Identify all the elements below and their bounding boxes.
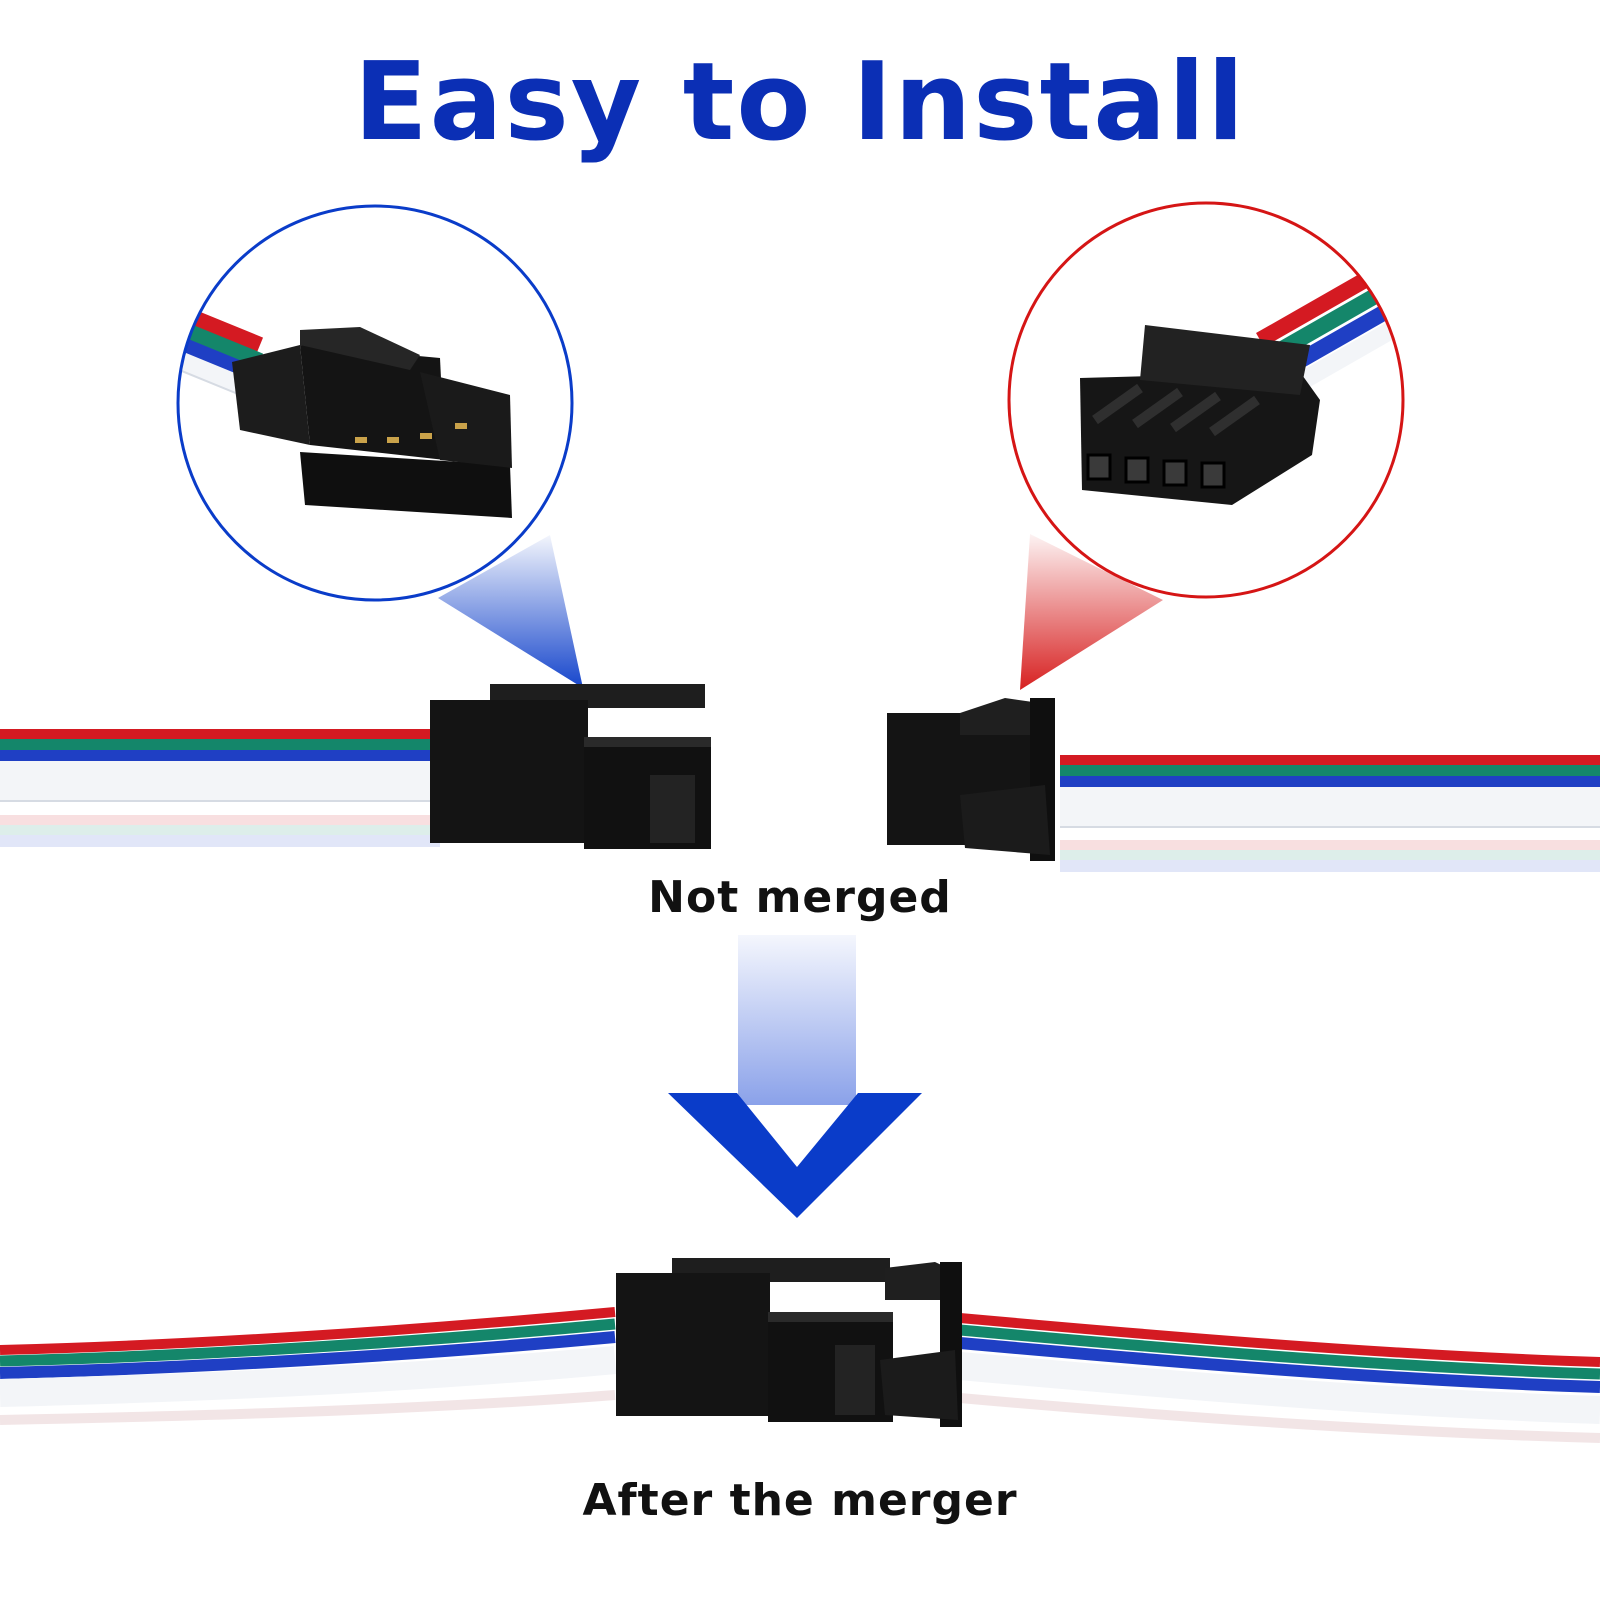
blue-zoom-beam <box>438 535 583 688</box>
headline: Easy to Install <box>353 40 1247 165</box>
after-merger-label: After the merger <box>582 1475 1018 1526</box>
female-connector-zoom <box>1007 201 1405 599</box>
merged-connector <box>616 1258 962 1427</box>
male-connector-zoom <box>176 204 574 602</box>
merged-wire-bundle <box>0 1307 1600 1443</box>
red-zoom-beam <box>1020 534 1163 690</box>
right-wire-bundle <box>1060 755 1600 872</box>
arrow-down-icon <box>668 935 922 1218</box>
female-connector <box>887 698 1055 861</box>
male-connector <box>430 684 711 849</box>
not-merged-label: Not merged <box>648 872 952 923</box>
left-wire-bundle <box>0 729 440 847</box>
